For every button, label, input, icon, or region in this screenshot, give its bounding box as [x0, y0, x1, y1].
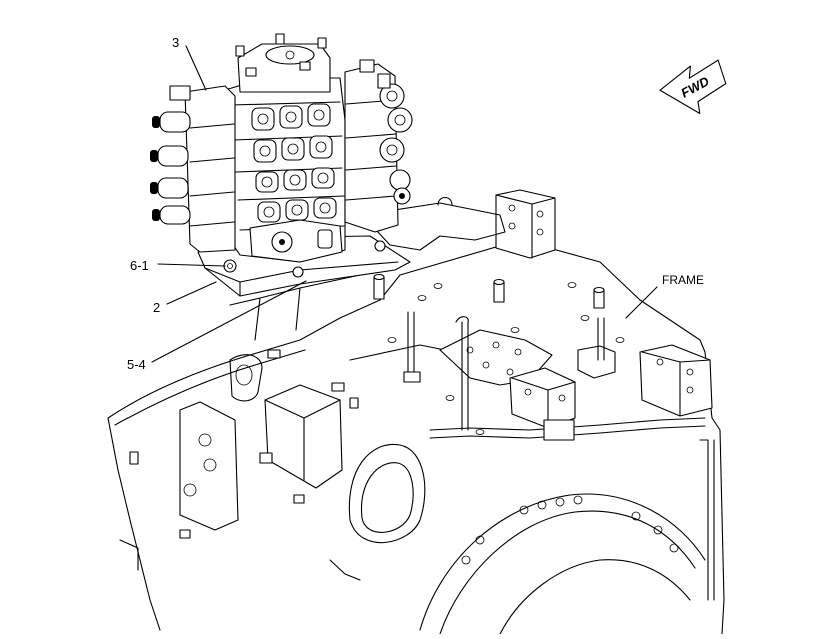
- callout-part-3: 3: [172, 35, 179, 50]
- valve-ports: [251, 103, 337, 223]
- control-valve-assembly: [150, 33, 413, 297]
- frame-structure: [107, 189, 725, 635]
- leader-lines: [151, 45, 658, 363]
- callout-part-2: 2: [153, 300, 160, 315]
- callout-frame: FRAME: [662, 273, 704, 287]
- callout-part-6-1: 6-1: [130, 258, 149, 273]
- callout-part-5-4: 5-4: [127, 357, 146, 372]
- solenoid-stack-right: [344, 59, 413, 233]
- callouts: 3 6-1 2 5-4 FRAME: [127, 35, 704, 372]
- solenoid-stack-left: [150, 85, 236, 253]
- fwd-arrow-icon: FWD: [659, 59, 727, 115]
